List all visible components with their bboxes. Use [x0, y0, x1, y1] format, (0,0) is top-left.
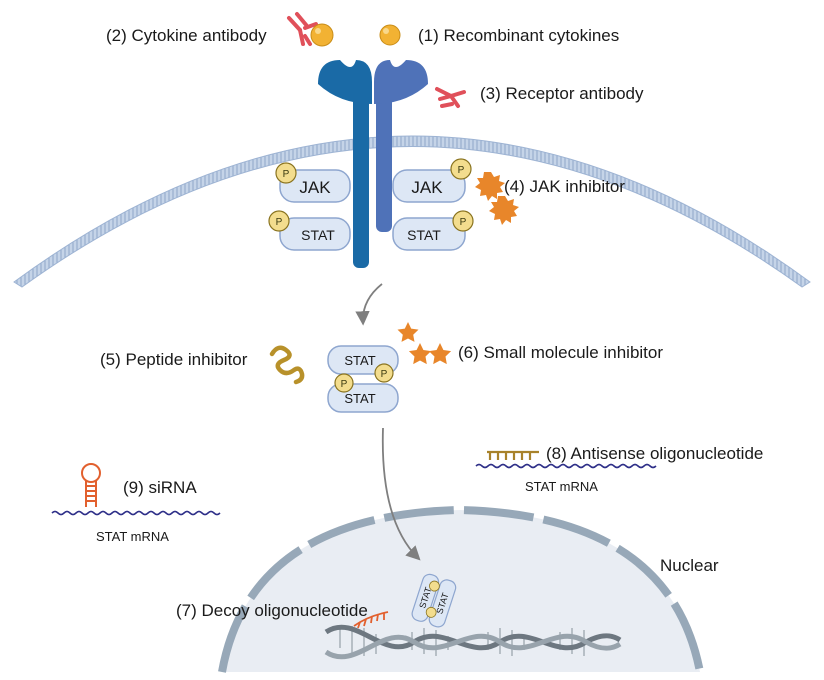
antisense-mrna-strand — [475, 463, 657, 469]
stat-left: STAT P — [268, 210, 351, 251]
cytokine-highlight — [383, 28, 389, 34]
decoy-oligonucleotide-icon — [353, 611, 389, 629]
jak-left-body — [279, 169, 351, 203]
cytokine-icon — [310, 23, 334, 47]
antisense-oligonucleotide-icon — [487, 450, 539, 460]
cell-membrane — [13, 135, 811, 288]
stat-dimer: STAT STAT P P — [327, 345, 399, 413]
receptor-right-head — [374, 60, 428, 104]
jak-right-body — [392, 169, 466, 203]
label-receptor-antibody: (3) Receptor antibody — [480, 84, 644, 103]
peptide-inhibitor-icon — [269, 345, 305, 385]
receptor-right-stalk — [376, 96, 392, 232]
receptor-right-chain — [374, 60, 428, 232]
phospho-label: P — [460, 217, 467, 228]
phospho-label: P — [458, 165, 465, 176]
stat-left-label: STAT — [301, 227, 335, 243]
phospho-label: P — [283, 169, 290, 180]
jak-left: JAK P — [275, 162, 351, 203]
stat-left-body — [279, 217, 351, 251]
small-molecule-inhibitor-icon — [397, 322, 452, 365]
jak-right: JAK P — [392, 158, 472, 203]
label-sirna-stat-mrna: STAT mRNA — [96, 529, 169, 544]
nucleus — [218, 505, 704, 673]
stat-dimer-top-label: STAT — [344, 353, 375, 368]
cytokine-antibody-icon — [287, 12, 318, 46]
arrow-to-stat-dimer — [355, 283, 383, 326]
jak-left-label: JAK — [299, 178, 331, 197]
stat-right-label: STAT — [407, 227, 441, 243]
stat-right-body — [392, 217, 466, 251]
phospho-icon — [429, 580, 440, 592]
phospho-icon — [374, 363, 394, 383]
sirna-mrna-strand — [51, 510, 221, 516]
receptor-left-chain — [318, 60, 372, 268]
receptor-antibody-icon — [435, 87, 466, 108]
receptor-left-head — [318, 60, 372, 104]
jak-inhibitor-icon — [475, 172, 519, 225]
phospho-label: P — [381, 369, 388, 380]
label-jak-inhibitor: (4) JAK inhibitor — [504, 177, 625, 196]
phospho-icon — [334, 373, 354, 393]
phospho-icon — [268, 210, 290, 232]
stat-dimer-bottom-label: STAT — [344, 391, 375, 406]
phospho-icon — [450, 158, 472, 180]
phospho-icon — [425, 606, 437, 618]
phospho-icon — [275, 162, 297, 184]
arrow-to-nucleus — [381, 427, 421, 561]
phospho-icon — [452, 210, 474, 232]
label-decoy-oligonucleotide: (7) Decoy oligonucleotide — [176, 601, 368, 620]
label-sirna: (9) siRNA — [123, 478, 197, 497]
label-peptide-inhibitor: (5) Peptide inhibitor — [100, 350, 248, 369]
stat-right: STAT P — [392, 210, 474, 251]
cytokine-highlight — [315, 28, 321, 34]
sirna-icon — [81, 463, 101, 507]
nucleus-body — [222, 510, 700, 672]
label-recombinant-cytokines: (1) Recombinant cytokines — [418, 26, 619, 45]
dna-helix-icon — [324, 624, 622, 660]
label-cytokine-antibody: (2) Cytokine antibody — [106, 26, 267, 45]
label-antisense-stat-mrna: STAT mRNA — [525, 479, 598, 494]
jak-right-label: JAK — [411, 178, 443, 197]
recombinant-cytokine-icon — [379, 24, 401, 46]
label-antisense-oligonucleotide: (8) Antisense oligonucleotide — [546, 444, 763, 463]
receptor-left-stalk — [353, 96, 369, 268]
phospho-label: P — [276, 217, 283, 228]
nuclear-envelope — [218, 505, 704, 673]
nuclear-stat-dimer: STAT STAT — [411, 573, 457, 628]
label-nuclear: Nuclear — [660, 556, 719, 575]
nuclear-stat-b — [428, 579, 457, 628]
label-small-molecule-inhibitor: (6) Small molecule inhibitor — [458, 343, 663, 362]
phospho-label: P — [341, 379, 348, 390]
